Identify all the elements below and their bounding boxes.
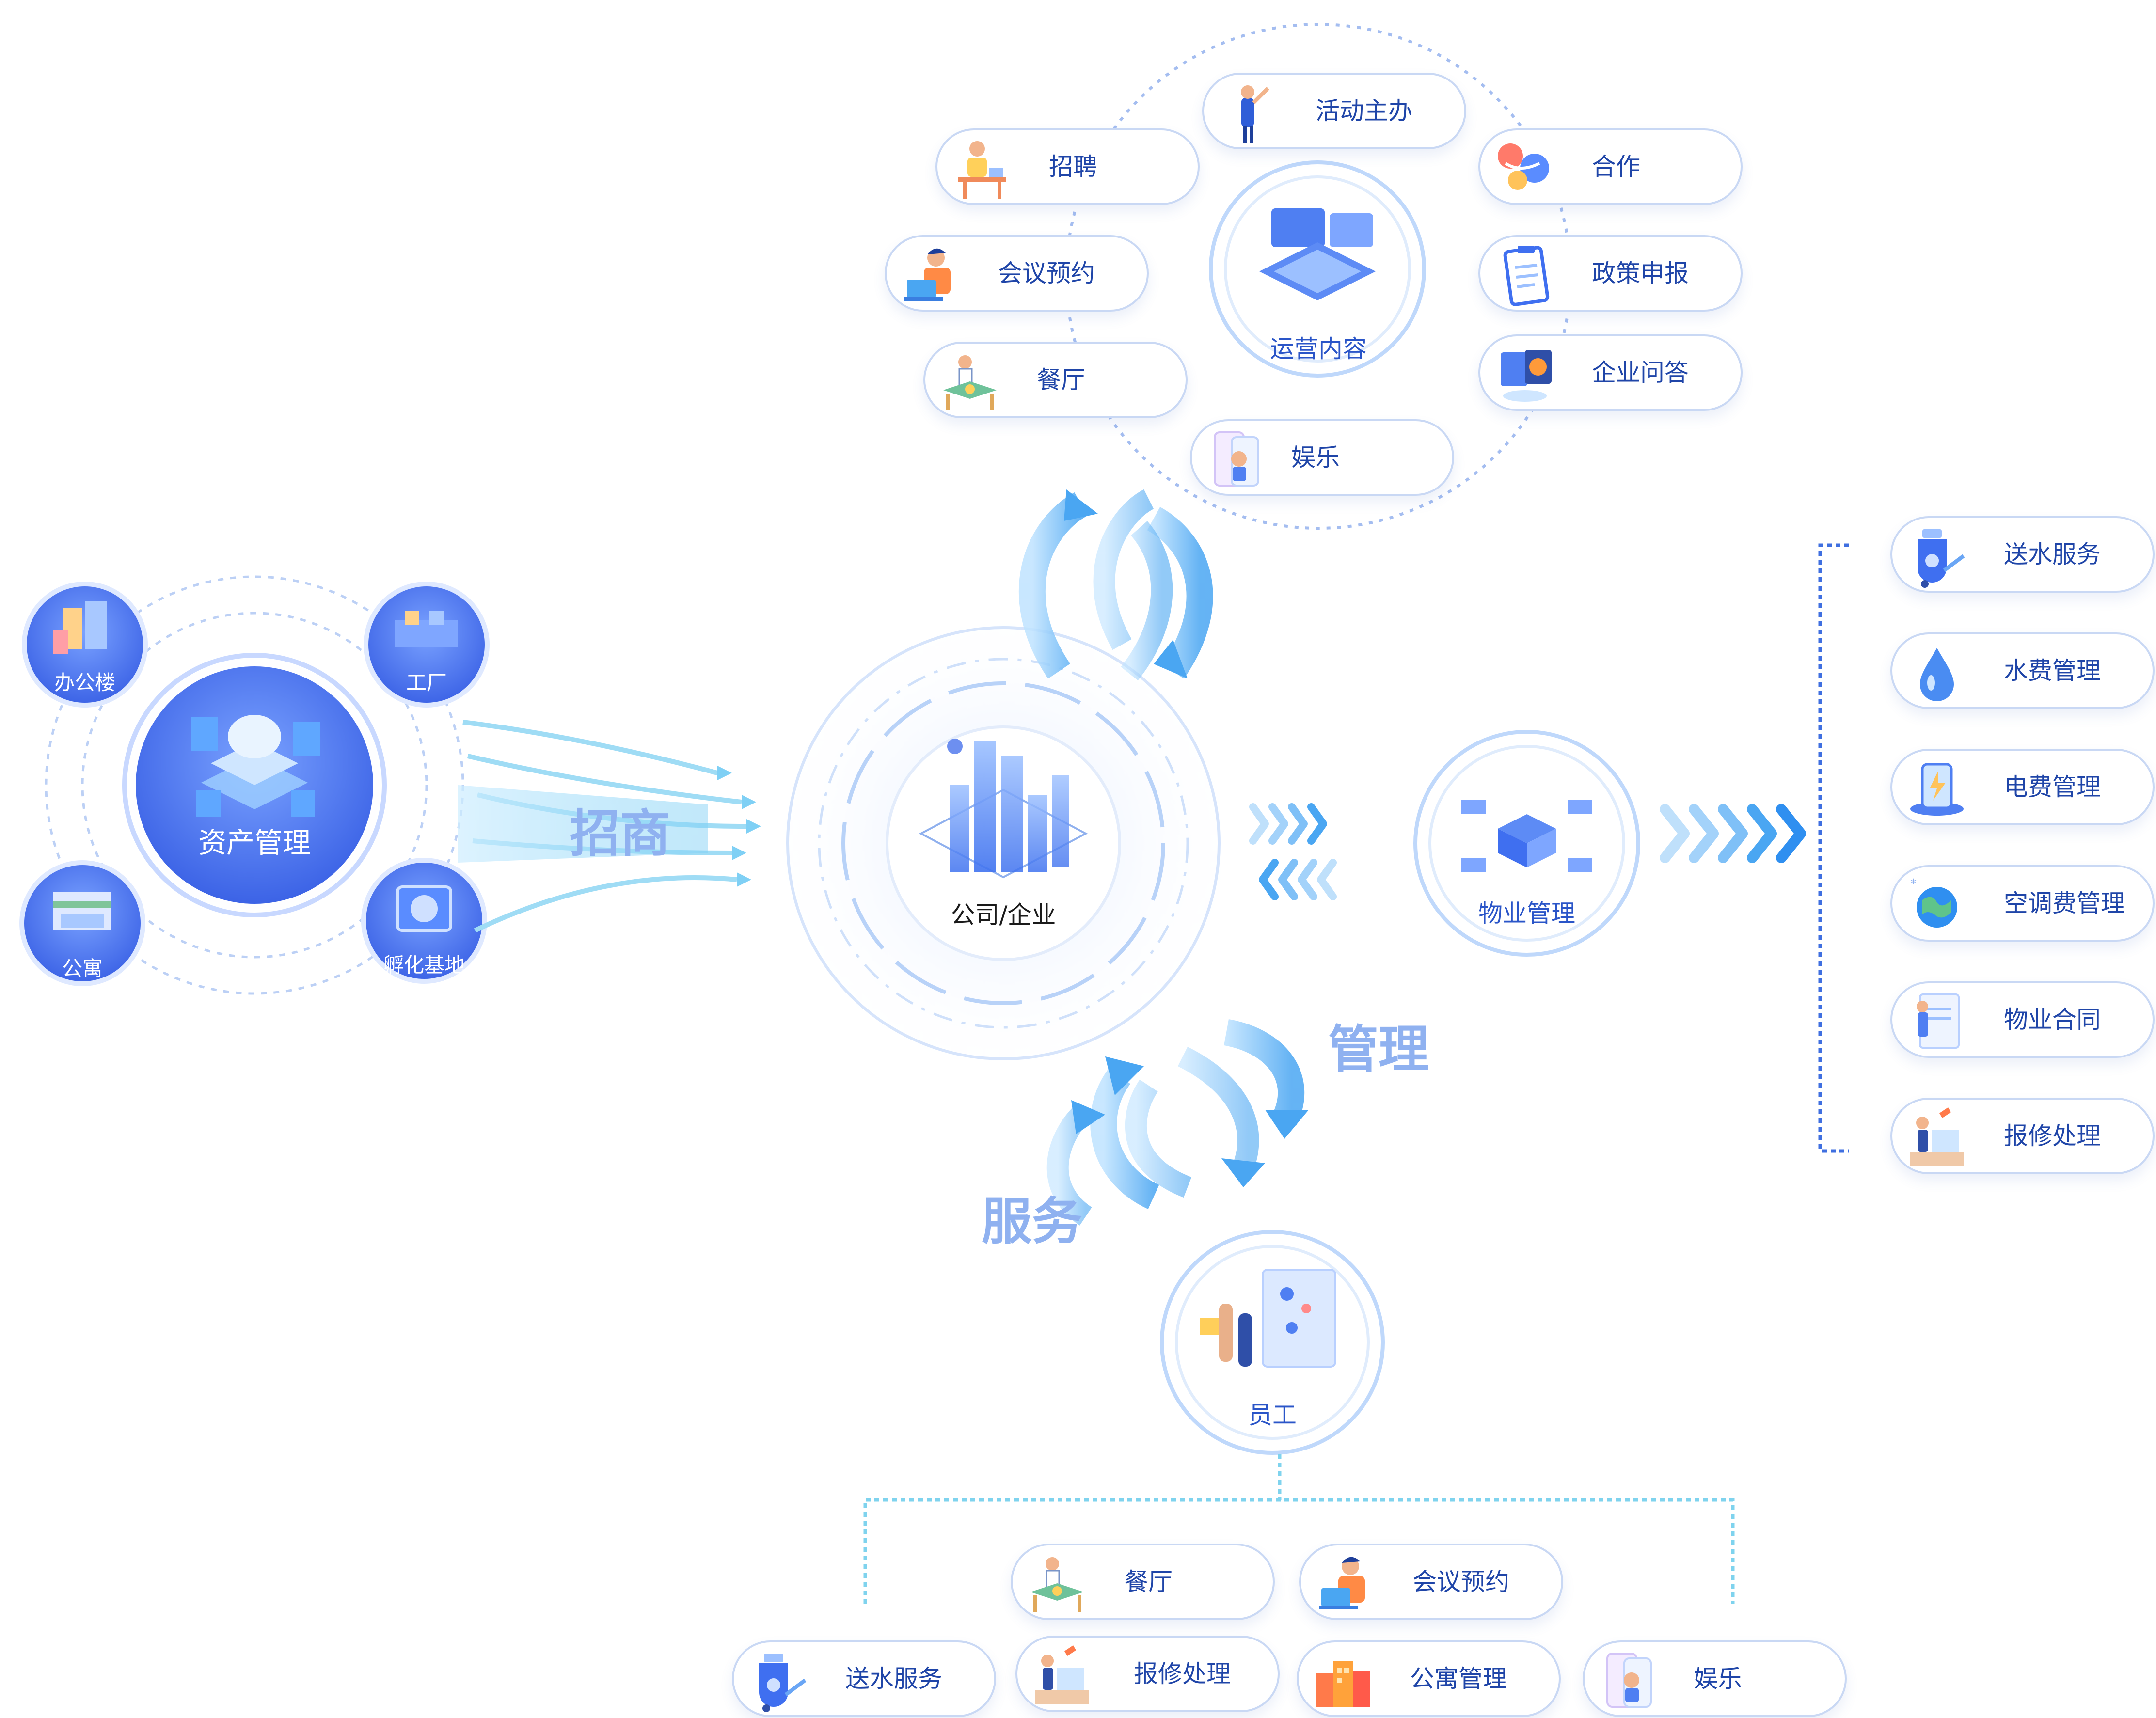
emp-water-delivery-pill[interactable]: 送水服务 xyxy=(732,1640,996,1717)
emp-apartment-mgmt-label: 公寓管理 xyxy=(1410,1665,1507,1693)
prop-repair-label: 报修处理 xyxy=(2004,1122,2101,1150)
water-delivery-icon xyxy=(759,1654,807,1712)
ops-restaurant-label: 餐厅 xyxy=(1037,366,1085,394)
prop-water-fee-pill[interactable]: 水费管理 xyxy=(1890,632,2155,709)
contract-document-icon xyxy=(1917,993,1960,1049)
electric-meter-icon xyxy=(1910,763,1964,816)
ops-cooperate-label: 合作 xyxy=(1592,153,1640,181)
ops-entertainment-pill[interactable]: 娱乐 xyxy=(1190,419,1454,496)
prop-electric-fee-label: 电费管理 xyxy=(2004,773,2101,801)
investment-flow-label: 招商 xyxy=(570,804,671,863)
laptop-meeting-icon xyxy=(904,248,951,301)
emp-restaurant-label: 餐厅 xyxy=(1124,1568,1173,1596)
ops-qa-label: 企业问答 xyxy=(1592,359,1689,387)
ops-entertainment-label: 娱乐 xyxy=(1291,443,1340,472)
company-label: 公司/企业 xyxy=(951,901,1056,929)
prop-water-delivery-label: 送水服务 xyxy=(2004,540,2101,568)
asset-center-label: 资产管理 xyxy=(198,826,311,859)
ops-meeting-pill[interactable]: 会议预约 xyxy=(885,235,1149,312)
ops-cooperate-pill[interactable]: 合作 xyxy=(1478,128,1743,205)
laptop-meeting-icon xyxy=(1319,1557,1365,1609)
emp-meeting-pill[interactable]: 会议预约 xyxy=(1299,1544,1563,1620)
emp-water-delivery-label: 送水服务 xyxy=(845,1665,942,1693)
emp-repair-pill[interactable]: 报修处理 xyxy=(1015,1636,1280,1712)
qa-screen-icon xyxy=(1501,350,1552,402)
prop-repair-pill[interactable]: 报修处理 xyxy=(1890,1098,2155,1174)
emp-entertainment-pill[interactable]: 娱乐 xyxy=(1583,1640,1847,1717)
prop-ac-fee-label: 空调费管理 xyxy=(2004,889,2125,917)
ops-policy-pill[interactable]: 政策申报 xyxy=(1478,235,1743,312)
ops-qa-pill[interactable]: 企业问答 xyxy=(1478,334,1743,411)
apartment-label: 公寓 xyxy=(62,957,103,980)
clipboard-icon xyxy=(1503,246,1550,306)
emp-apartment-mgmt-pill[interactable]: 公寓管理 xyxy=(1297,1640,1561,1717)
employee-center-label: 员工 xyxy=(1248,1401,1297,1429)
prop-ac-fee-pill[interactable]: * 空调费管理 xyxy=(1890,865,2155,942)
incubator-label: 孵化基地 xyxy=(383,953,465,977)
ops-recruit-pill[interactable]: 招聘 xyxy=(935,128,1200,205)
operations-center-label: 运营内容 xyxy=(1270,335,1367,363)
emp-restaurant-pill[interactable]: 餐厅 xyxy=(1011,1544,1275,1620)
prop-water-fee-label: 水费管理 xyxy=(2004,657,2101,685)
restaurant-table-icon xyxy=(943,355,997,410)
emp-meeting-label: 会议预约 xyxy=(1412,1568,1509,1596)
ops-policy-label: 政策申报 xyxy=(1592,259,1689,287)
repair-worker-icon xyxy=(1035,1645,1089,1704)
ops-event-label: 活动主办 xyxy=(1316,97,1412,125)
prop-electric-fee-pill[interactable]: 电费管理 xyxy=(1890,749,2155,825)
entertainment-phone-icon xyxy=(1214,431,1259,487)
service-flow-label: 服务 xyxy=(982,1192,1083,1251)
apartment-buildings-icon xyxy=(1316,1661,1370,1707)
office-building-label: 办公楼 xyxy=(54,671,115,694)
repair-worker-icon xyxy=(1910,1107,1964,1166)
water-delivery-icon xyxy=(1918,529,1965,588)
svg-text:*: * xyxy=(1910,877,1917,891)
cooperation-icon xyxy=(1498,143,1549,190)
recruit-desk-icon xyxy=(958,141,1006,199)
presenter-icon xyxy=(1241,85,1269,143)
emp-repair-label: 报修处理 xyxy=(1134,1660,1231,1688)
factory-label: 工厂 xyxy=(406,671,447,694)
ops-restaurant-pill[interactable]: 餐厅 xyxy=(923,342,1188,418)
ops-event-pill[interactable]: 活动主办 xyxy=(1202,73,1466,149)
prop-contract-pill[interactable]: 物业合同 xyxy=(1890,981,2155,1058)
ops-meeting-label: 会议预约 xyxy=(998,259,1095,287)
emp-entertainment-label: 娱乐 xyxy=(1694,1665,1742,1693)
prop-water-delivery-pill[interactable]: 送水服务 xyxy=(1890,516,2155,593)
management-flow-label: 管理 xyxy=(1328,1020,1429,1079)
restaurant-table-icon xyxy=(1030,1557,1084,1612)
property-center-label: 物业管理 xyxy=(1478,899,1575,928)
globe-ac-icon: * xyxy=(1910,877,1957,928)
water-drop-icon xyxy=(1920,648,1954,701)
prop-contract-label: 物业合同 xyxy=(2004,1006,2101,1034)
entertainment-phone-icon xyxy=(1606,1653,1652,1708)
ops-recruit-label: 招聘 xyxy=(1049,153,1097,181)
